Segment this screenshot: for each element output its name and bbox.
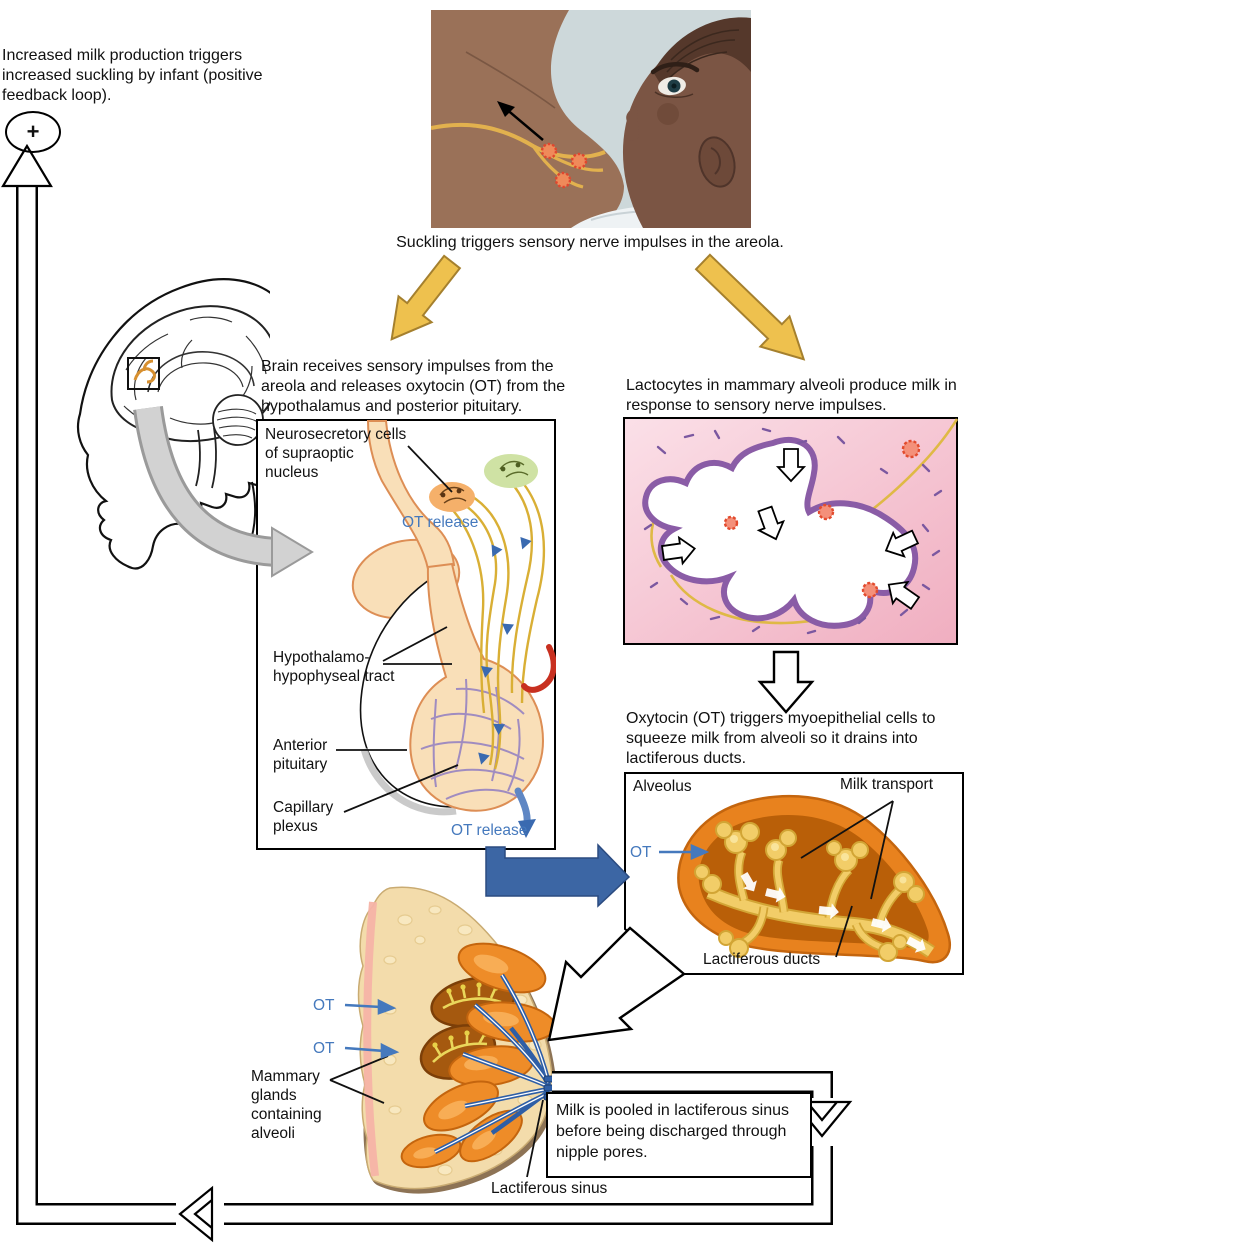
brain-step-text: Brain receives sensory impulses from the… <box>261 358 566 415</box>
nerve-impulse-arrow-icon <box>497 101 544 141</box>
oxytocin-step-text: Oxytocin (OT) triggers myoepithelial cel… <box>626 710 936 767</box>
lactiferous-sinus-label: Lactiferous sinus <box>491 1180 608 1197</box>
suckling-photo-illustration <box>431 10 751 228</box>
milk-pooled-text: Milk is pooled in lactiferous sinus befo… <box>556 1102 789 1161</box>
lactocyte-box-illustration <box>623 417 958 645</box>
alveolus-label: Alveolus <box>633 778 692 795</box>
capillary-plexus-label: Capillary plexus <box>273 799 334 835</box>
tract-label: Hypothalamo-hypophyseal tract <box>273 649 395 685</box>
breast-ot-label-2: OT <box>313 1040 335 1057</box>
arrow-to-lactocytes-icon <box>694 253 806 361</box>
down-arrow-icon <box>757 650 815 714</box>
ot-release-top-label: OT release <box>402 514 479 531</box>
arrow-to-brain-icon <box>390 254 462 341</box>
suckling-caption: Suckling triggers sensory nerve impulses… <box>396 234 784 251</box>
breast-illustration <box>357 886 564 1194</box>
pituitary-illustration <box>351 420 556 838</box>
positive-feedback-note: Increased milk production triggers incre… <box>2 47 263 104</box>
supraoptic-nucleus <box>429 482 475 512</box>
alveolus-box-illustration <box>624 772 964 975</box>
anterior-pituitary-label: Anterior pituitary <box>273 737 328 773</box>
lactiferous-ducts-label: Lactiferous ducts <box>703 951 821 968</box>
mammary-glands-label: Mammary glands containing alveoli <box>251 1068 322 1142</box>
neurosecretory-label: Neurosecretory cells of supraoptic nucle… <box>265 426 407 481</box>
positive-feedback-plus-badge: + <box>5 111 61 153</box>
loop-left-chevron-icon <box>178 1185 214 1243</box>
milk-pooled-box: Milk is pooled in lactiferous sinus befo… <box>546 1092 812 1178</box>
paraventricular-nucleus <box>484 454 538 488</box>
ot-release-bottom-label: OT release <box>451 822 528 839</box>
yellow-arrows <box>390 253 806 361</box>
plus-sign: + <box>26 119 40 144</box>
head-profile-illustration <box>76 278 270 570</box>
breast-ot-label-1: OT <box>313 997 335 1014</box>
lactocyte-step-text: Lactocytes in mammary alveoli produce mi… <box>626 377 957 414</box>
milk-transport-label: Milk transport <box>840 776 934 793</box>
alveolus-ot-label: OT <box>630 844 652 861</box>
